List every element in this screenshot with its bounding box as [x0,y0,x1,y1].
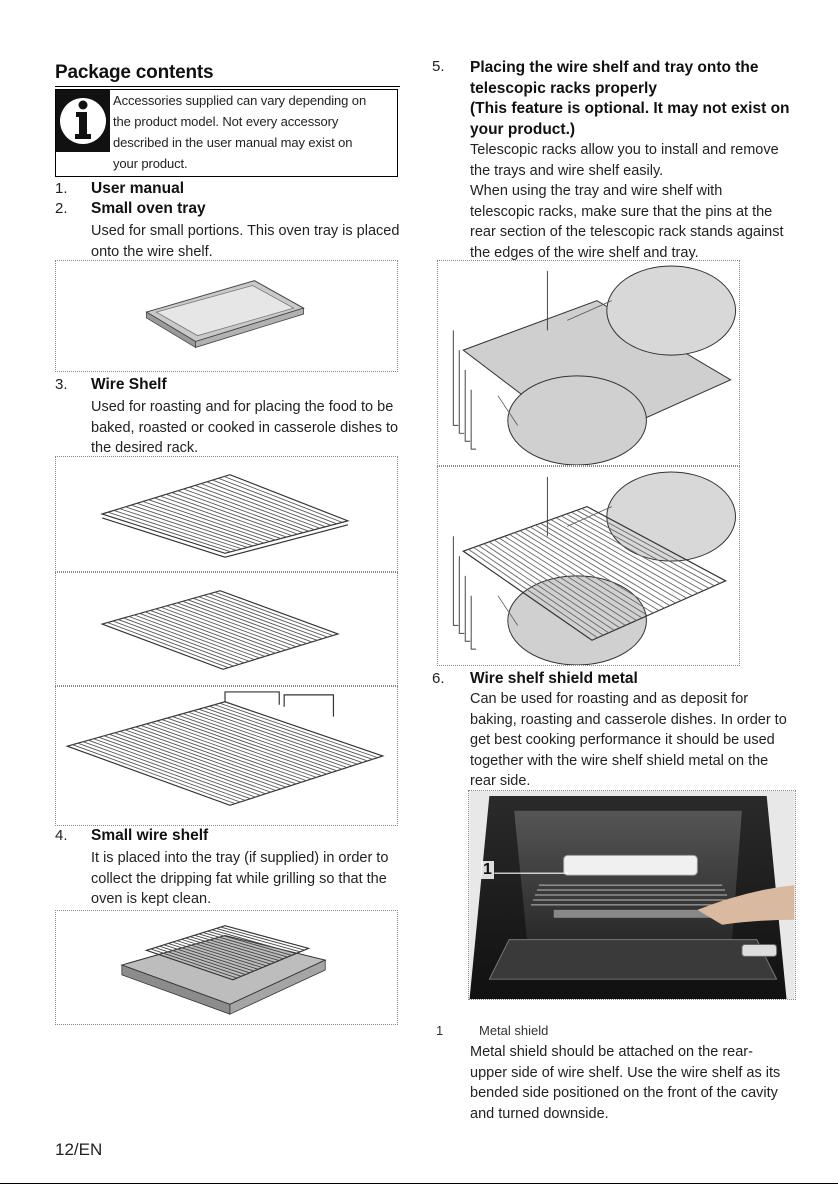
body-line: rear side. [470,773,531,789]
body-line: telescopic racks, make sure that the pin… [470,203,773,220]
item-number: 1. [55,180,68,197]
item-user-manual: 1. User manual [55,180,400,202]
item-body: Telescopic racks allow you to install an… [470,140,792,263]
body-line: baking, roasting and casserole dishes. I… [470,711,787,728]
item-title: Small oven tray [91,200,206,217]
body-line: the edges of the wire shelf and tray. [470,244,699,261]
item-small-wire-shelf: 4. Small wire shelf It is placed into th… [55,827,400,911]
bottom-rule [0,1183,838,1184]
body-line: Metal shield should be attached on the r… [470,1044,753,1060]
body-line: bended side positioned on the front of t… [470,1085,778,1101]
small-wire-shelf-figure [55,910,398,1025]
legend-body: Metal shield should be attached on the r… [470,1042,790,1124]
item-title: Wire Shelf [91,376,167,393]
wire-shelf-figure-2 [55,572,398,686]
body-line: collect the dripping fat while grilling … [91,870,387,887]
body-line: baked, roasted or cooked in casserole di… [91,419,399,436]
info-line: the product model. Not every accessory [113,114,339,129]
item-number: 4. [55,827,68,844]
info-line: Accessories supplied can vary depending … [113,93,367,108]
item-number: 2. [55,200,68,217]
wire-shelf-figure-1 [55,456,398,572]
item-number: 6. [432,670,445,687]
body-line: Telescopic racks allow you to install an… [470,142,779,158]
info-note-box: Accessories supplied can vary depending … [55,89,398,177]
body-line: When using the tray and wire shelf with [470,183,723,199]
page-title: Package contents [55,62,214,83]
body-line: onto the wire shelf. [91,243,213,260]
page-number: 12/EN [55,1140,103,1159]
telescopic-rack-shelf-figure [437,466,740,666]
legend-label: Metal shield [479,1023,549,1038]
title-rule [55,86,400,87]
item-small-oven-tray: 2. Small oven tray Used for small portio… [55,200,400,260]
legend-number: 1 [436,1023,444,1038]
oven-photo-figure: 1 [468,790,796,1000]
item-body: Used for small portions. This oven tray … [91,221,401,262]
item-number: 5. [432,58,445,75]
body-line: and turned downside. [470,1105,609,1122]
item-title: Placing the wire shelf and tray onto the… [470,58,790,140]
photo-callout-number: 1 [481,861,494,879]
body-line: Used for small portions. This oven tray … [91,223,400,239]
item-telescopic-racks: 5. Placing the wire shelf and tray onto … [432,58,792,263]
item-wire-shelf-shield-metal: 6. Wire shelf shield metal Can be used f… [432,670,792,795]
item-title: User manual [91,180,185,197]
title-line: telescopic racks properly [470,79,657,97]
item-wire-shelf: 3. Wire Shelf Used for roasting and for … [55,376,400,456]
item-body: It is placed into the tray (if supplied)… [91,848,401,910]
title-line: Placing the wire shelf and tray onto the [470,59,759,76]
item-title: Wire shelf shield metal [470,670,638,687]
info-line: your product. [113,156,188,171]
body-line: together with the wire shelf shield meta… [470,752,769,769]
body-line: oven is kept clean. [91,891,212,907]
item-title: Small wire shelf [91,827,209,844]
telescopic-rack-tray-figure [437,260,740,466]
title-line: your product.) [470,120,576,138]
info-line: described in the user manual may exist o… [113,135,353,150]
body-line: Used for roasting and for placing the fo… [91,399,394,415]
wire-shelf-figure-3 [55,686,398,826]
body-line: It is placed into the tray (if supplied)… [91,850,389,866]
body-line: Can be used for roasting and as deposit … [470,691,749,707]
item-body: Can be used for roasting and as deposit … [470,689,792,792]
body-line: the trays and wire shelf easily. [470,162,664,179]
item-number: 3. [55,376,68,393]
info-note-text: Accessories supplied can vary depending … [110,90,366,176]
title-line: (This feature is optional. It may not ex… [470,100,790,117]
item-body: Used for roasting and for placing the fo… [91,397,401,459]
body-line: the desired rack. [91,440,199,456]
info-icon [56,90,110,152]
body-line: get best cooking performance it should b… [470,732,775,748]
body-line: upper side of wire shelf. Use the wire s… [470,1064,781,1081]
body-line: rear section of the telescopic rack stan… [470,224,784,240]
small-oven-tray-figure [55,260,398,372]
